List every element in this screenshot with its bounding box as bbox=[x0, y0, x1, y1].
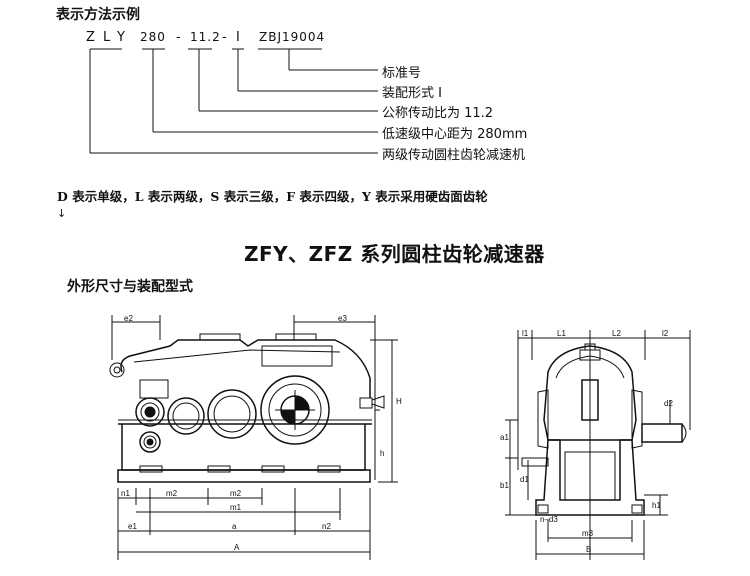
dim-m2-a: m2 bbox=[166, 489, 178, 498]
dim-h1: h1 bbox=[652, 501, 661, 510]
dim-L1: L1 bbox=[557, 329, 566, 338]
dim-m3: m3 bbox=[582, 529, 594, 538]
dim-h: h bbox=[380, 449, 384, 458]
code-center-distance: 280 bbox=[140, 30, 166, 44]
dim-n-d3: n–d3 bbox=[540, 515, 558, 524]
dim-d2: d2 bbox=[664, 399, 673, 408]
dim-A: A bbox=[234, 543, 240, 552]
code-dash-2: - bbox=[222, 30, 228, 45]
code-dash-1: - bbox=[176, 30, 182, 45]
stage-note: D 表示单级，L 表示两级，S 表示三级，F 表示四级，Y 表示采用硬齿面齿轮 bbox=[57, 189, 488, 204]
dim-a1: a1 bbox=[500, 433, 509, 442]
legend-ratio: 公称传动比为 11.2 bbox=[382, 106, 494, 121]
dim-l2: l2 bbox=[662, 329, 669, 338]
dim-m2-b: m2 bbox=[230, 489, 242, 498]
code-standard: ZBJ19004 bbox=[259, 30, 326, 44]
legend-reducer-type: 两级传动圆柱齿轮减速机 bbox=[382, 148, 526, 163]
dim-b1: b1 bbox=[500, 481, 509, 490]
dim-n1: n1 bbox=[121, 489, 130, 498]
dim-e3: e3 bbox=[338, 314, 347, 323]
dim-m1: m1 bbox=[230, 503, 242, 512]
dim-B: B bbox=[586, 545, 591, 554]
down-arrow-mark: ↓ bbox=[57, 207, 67, 220]
example-heading: 表示方法示例 bbox=[56, 7, 140, 23]
subsection-title: 外形尺寸与装配型式 bbox=[67, 279, 193, 295]
section-title: ZFY、ZFZ 系列圆柱齿轮减速器 bbox=[244, 242, 545, 266]
legend-center-distance: 低速级中心距为 280mm bbox=[382, 127, 528, 142]
code-assembly: I bbox=[236, 30, 241, 45]
legend-assembly: 装配形式 I bbox=[382, 86, 442, 101]
dim-H: H bbox=[396, 397, 402, 406]
dim-a: a bbox=[232, 522, 237, 531]
code-letter-l: L bbox=[103, 30, 112, 45]
dim-n2: n2 bbox=[322, 522, 331, 531]
dim-e2: e2 bbox=[124, 314, 133, 323]
dim-d1: d1 bbox=[520, 475, 529, 484]
code-letter-z: Z bbox=[86, 30, 96, 45]
legend-standard: 标准号 bbox=[382, 66, 422, 81]
code-ratio: 11.2 bbox=[190, 30, 221, 44]
code-letter-y: Y bbox=[117, 30, 126, 45]
dim-l1: l1 bbox=[522, 329, 529, 338]
dim-L2: L2 bbox=[612, 329, 621, 338]
dim-e1: e1 bbox=[128, 522, 137, 531]
